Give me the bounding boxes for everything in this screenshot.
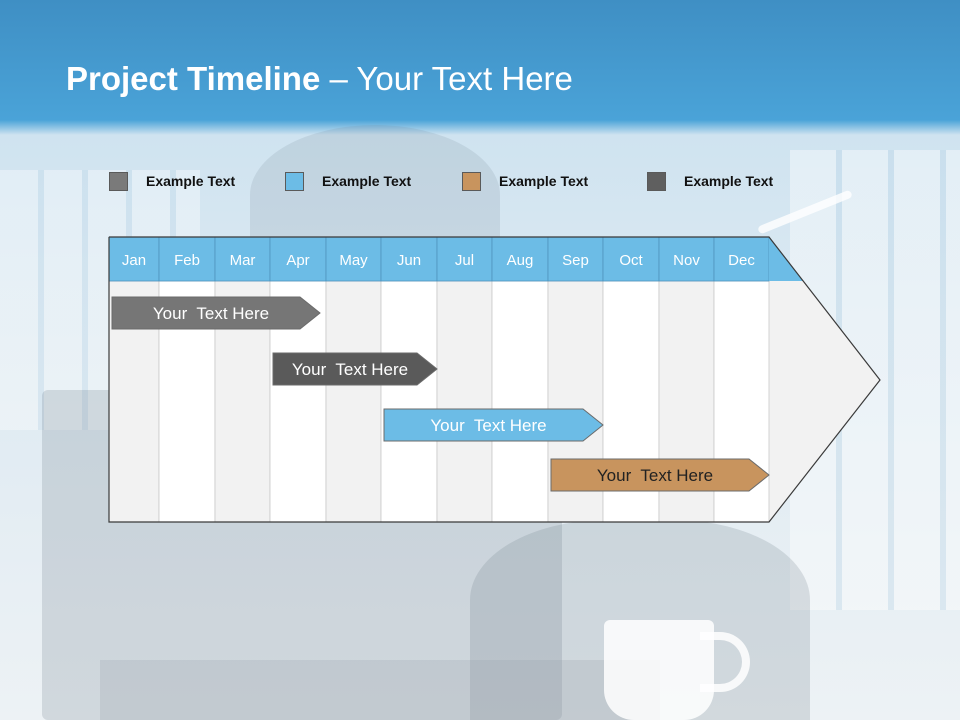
month-column-aug bbox=[491, 280, 549, 523]
month-label-apr: Apr bbox=[286, 252, 309, 269]
month-label-aug: Aug bbox=[507, 252, 534, 269]
month-header-may bbox=[325, 236, 382, 282]
legend-item-2[interactable]: Example Text bbox=[285, 170, 411, 192]
task-bar-label-1: Your Text Here bbox=[153, 304, 269, 323]
month-label-jan: Jan bbox=[122, 252, 146, 269]
legend-label-3: Example Text bbox=[499, 173, 589, 189]
month-label-oct: Oct bbox=[619, 252, 643, 269]
legend-label-4: Example Text bbox=[684, 173, 774, 189]
task-bar-shape-1 bbox=[111, 296, 321, 330]
month-label-mar: Mar bbox=[230, 252, 256, 269]
month-label-jul: Jul bbox=[455, 252, 474, 269]
month-label-nov: Nov bbox=[673, 252, 700, 269]
slide-title[interactable]: Project Timeline – Your Text Here bbox=[66, 60, 573, 98]
month-column-jul bbox=[436, 280, 493, 523]
task-bar-shape-4 bbox=[550, 458, 770, 492]
legend-label-1: Example Text bbox=[146, 173, 236, 189]
title-bold: Project Timeline bbox=[66, 60, 321, 97]
month-label-may: May bbox=[339, 252, 368, 269]
task-bar-shape-2 bbox=[272, 352, 438, 386]
timeline-outline-border bbox=[108, 236, 881, 523]
task-bar-2: Your Text Here bbox=[272, 352, 438, 386]
month-label-feb: Feb bbox=[174, 252, 200, 269]
legend-item-1[interactable]: Example Text bbox=[109, 170, 235, 192]
month-label-sep: Sep bbox=[562, 252, 589, 269]
legend-swatch-3 bbox=[462, 171, 481, 191]
month-header-apr bbox=[269, 236, 327, 282]
timeline-arrow-body bbox=[769, 237, 880, 522]
legend-swatch-4 bbox=[647, 171, 666, 191]
legend-swatch-2 bbox=[285, 171, 304, 191]
timeline-header: Jan Feb Mar Apr May Jun Jul Aug Sep Oct Nov Dec bbox=[108, 236, 804, 282]
task-bar-shape-3 bbox=[383, 408, 604, 442]
legend-swatch-1 bbox=[109, 171, 128, 191]
task-bar-3: Your Text Here bbox=[383, 408, 604, 442]
legend-item-3[interactable]: Example Text bbox=[462, 170, 588, 192]
month-column-jun bbox=[380, 280, 438, 523]
month-header-dec bbox=[713, 236, 770, 282]
month-label-dec: Dec bbox=[728, 252, 755, 269]
task-bar-label-3: Your Text Here bbox=[430, 416, 546, 435]
month-column-may bbox=[325, 280, 382, 523]
task-bar-label-4: Your Text Here bbox=[597, 466, 713, 485]
legend-label-2: Example Text bbox=[322, 173, 412, 189]
month-header-feb bbox=[158, 236, 216, 282]
month-label-jun: Jun bbox=[397, 252, 421, 269]
timeline-outline bbox=[108, 236, 881, 523]
month-header-jun bbox=[380, 236, 438, 282]
task-bar-label-2: Your Text Here bbox=[292, 360, 408, 379]
title-rest: – Your Text Here bbox=[320, 60, 573, 97]
legend-item-4[interactable]: Example Text bbox=[647, 170, 773, 192]
month-header-nov bbox=[658, 236, 715, 282]
task-bar-4: Your Text Here bbox=[550, 458, 770, 492]
task-bar-1: Your Text Here bbox=[111, 296, 321, 330]
